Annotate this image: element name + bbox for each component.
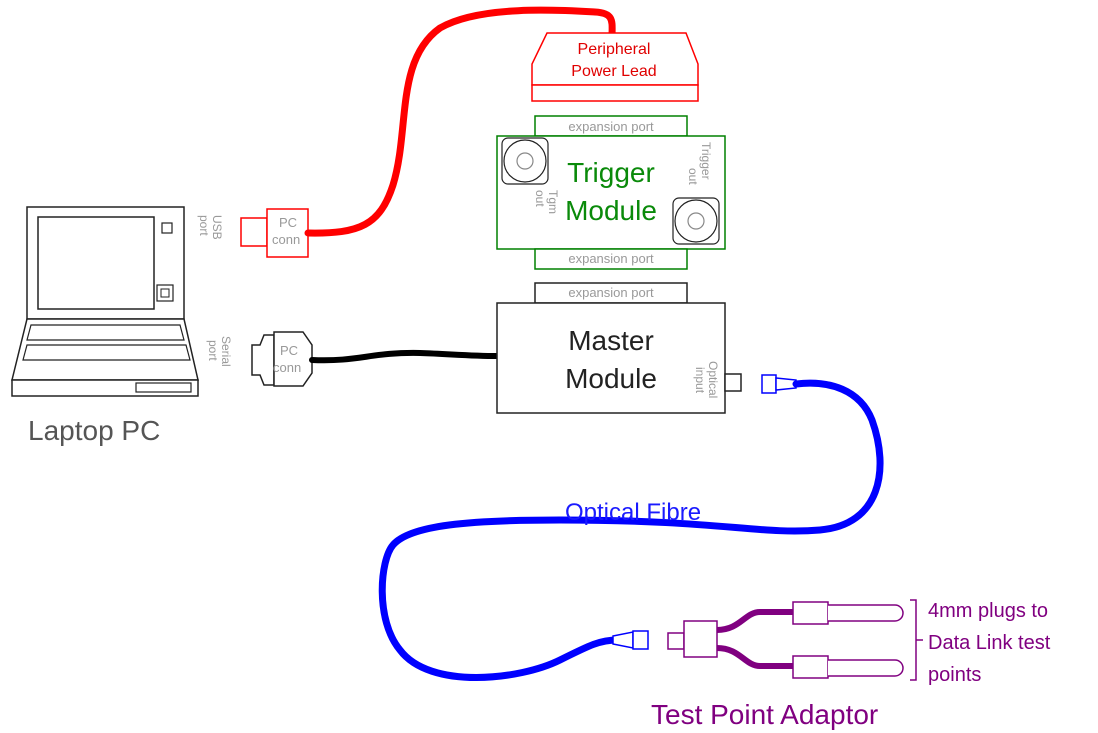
- master-module-title-line2: Module: [565, 363, 657, 394]
- plugs-note-line2: Data Link test: [928, 632, 1051, 654]
- optical-input-port-icon: [724, 373, 742, 392]
- usb-connector-label-line1: PC: [279, 215, 297, 230]
- serial-cable: [309, 349, 500, 364]
- trigger-bottom-expansion-port-label: expansion port: [568, 251, 654, 266]
- serial-connector-label-line2: conn: [273, 360, 301, 375]
- trigger-module: [496, 115, 726, 270]
- usb-port-label-line1: USB: [210, 215, 224, 240]
- lower-4mm-plug-icon: [828, 659, 904, 677]
- tgm-out-label-line1: Tgm: [546, 190, 560, 214]
- trigger-module-title-line2: Module: [565, 195, 657, 226]
- usb-port-label-line2: port: [197, 215, 211, 236]
- optical-fibre-label: Optical Fibre: [565, 499, 701, 526]
- upper-4mm-plug-icon: [828, 604, 904, 622]
- test-point-adaptor: [667, 599, 923, 681]
- laptop-pc: [11, 206, 199, 397]
- master-module-title-line1: Master: [568, 325, 654, 356]
- test-point-adaptor-label: Test Point Adaptor: [651, 699, 878, 730]
- trigger-top-expansion-port-label: expansion port: [568, 119, 654, 134]
- power-lead-label-line1: Peripheral: [578, 41, 651, 58]
- fibre-adaptor-end-connector: [612, 630, 649, 650]
- fibre-master-end-connector: [761, 374, 797, 394]
- serial-connector-label-line1: PC: [280, 343, 298, 358]
- laptop-button-icon: [161, 222, 173, 234]
- usb-connector-label-line2: conn: [272, 232, 300, 247]
- master-module: [496, 282, 742, 414]
- power-cable: [304, 6, 616, 237]
- serial-port-label-line2: port: [206, 340, 220, 361]
- optical-input-label-line2: input: [693, 367, 707, 394]
- trigger-out-label-line1: Trigger: [699, 142, 713, 180]
- optical-input-label-line1: Optical: [706, 361, 720, 398]
- usb-pc-connector: [240, 208, 309, 258]
- tgm-out-label-line2: out: [533, 190, 547, 207]
- plugs-note-line1: 4mm plugs to: [928, 600, 1048, 622]
- optical-fibre-cable: [378, 379, 884, 681]
- serial-pc-connector: [251, 331, 313, 387]
- laptop-label: Laptop PC: [28, 415, 160, 446]
- trigger-out-label-line2: out: [686, 168, 700, 185]
- plugs-note-line3: points: [928, 664, 981, 686]
- power-lead-label-line2: Power Lead: [571, 63, 656, 80]
- serial-port-label-line1: Serial: [219, 336, 233, 367]
- trigger-module-title-line1: Trigger: [567, 157, 655, 188]
- peripheral-power-lead-connector: [531, 32, 699, 102]
- master-expansion-port-label: expansion port: [568, 285, 654, 300]
